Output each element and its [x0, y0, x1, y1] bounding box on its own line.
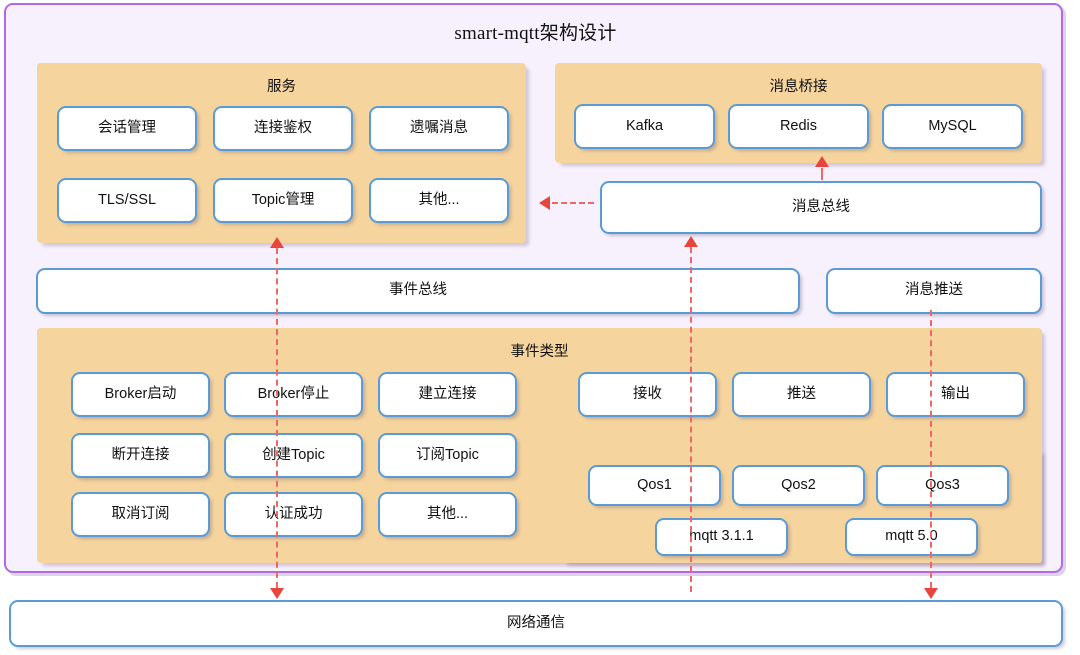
- node-mqtt-311[interactable]: mqtt 3.1.1: [655, 518, 788, 556]
- group-event-types: 事件类型 Broker启动 Broker停止 建立连接 断开连接 创建Topic…: [37, 328, 1042, 563]
- group-event-types-title: 事件类型: [510, 344, 569, 360]
- page-title: smart-mqtt架构设计: [6, 18, 1065, 45]
- node-message-bus[interactable]: 消息总线: [600, 181, 1042, 234]
- node-qos3[interactable]: Qos3: [876, 465, 1009, 506]
- node-redis[interactable]: Redis: [728, 104, 869, 149]
- group-service: 服务 会话管理 连接鉴权 遗嘱消息 TLS/SSL Topic管理 其他...: [37, 63, 526, 243]
- node-mqtt-50[interactable]: mqtt 5.0: [845, 518, 978, 556]
- node-message-push[interactable]: 消息推送: [826, 268, 1042, 314]
- node-session-management[interactable]: 会话管理: [57, 106, 197, 151]
- connector-network-to-message-bus: [690, 247, 692, 592]
- connector-network-to-service: [276, 248, 278, 588]
- node-establish-connect[interactable]: 建立连接: [378, 372, 517, 417]
- connector-bus-to-service: [552, 202, 594, 204]
- diagram-frame: smart-mqtt架构设计 服务 会话管理 连接鉴权 遗嘱消息 TLS/SSL…: [4, 3, 1063, 573]
- node-create-topic[interactable]: 创建Topic: [224, 433, 363, 478]
- node-topic-management[interactable]: Topic管理: [213, 178, 353, 223]
- node-receive[interactable]: 接收: [578, 372, 717, 417]
- node-will-message[interactable]: 遗嘱消息: [369, 106, 509, 151]
- node-subscribe-topic[interactable]: 订阅Topic: [378, 433, 517, 478]
- node-mysql[interactable]: MySQL: [882, 104, 1023, 149]
- node-broker-stop[interactable]: Broker停止: [224, 372, 363, 417]
- node-qos2[interactable]: Qos2: [732, 465, 865, 506]
- group-service-title: 服务: [267, 79, 296, 95]
- arrowhead-to-network-left: [270, 588, 284, 599]
- node-qos1[interactable]: Qos1: [588, 465, 721, 506]
- arrowhead-network-to-service: [270, 237, 284, 248]
- node-service-other[interactable]: 其他...: [369, 178, 509, 223]
- connector-message-push-to-network: [930, 310, 932, 588]
- connector-bus-to-bridge: [821, 168, 823, 180]
- node-output[interactable]: 输出: [886, 372, 1025, 417]
- arrowhead-bus-to-service: [539, 196, 550, 210]
- group-bridge-title: 消息桥接: [769, 79, 828, 95]
- node-disconnect[interactable]: 断开连接: [71, 433, 210, 478]
- arrowhead-to-network-right: [924, 588, 938, 599]
- node-network-communication[interactable]: 网络通信: [9, 600, 1063, 647]
- title-latin: smart-mqtt: [454, 23, 540, 44]
- node-event-bus[interactable]: 事件总线: [36, 268, 800, 314]
- arrowhead-bus-to-bridge: [815, 156, 829, 167]
- node-event-other[interactable]: 其他...: [378, 492, 517, 537]
- group-message-bridge: 消息桥接 Kafka Redis MySQL: [555, 63, 1042, 163]
- title-cjk: 架构设计: [539, 23, 617, 44]
- node-unsubscribe[interactable]: 取消订阅: [71, 492, 210, 537]
- node-kafka[interactable]: Kafka: [574, 104, 715, 149]
- group-qos: Qos1 Qos2 Qos3 mqtt 3.1.1 mqtt 5.0: [562, 449, 1042, 563]
- node-tls-ssl[interactable]: TLS/SSL: [57, 178, 197, 223]
- arrowhead-network-to-message-bus: [684, 236, 698, 247]
- node-connection-auth[interactable]: 连接鉴权: [213, 106, 353, 151]
- node-broker-start[interactable]: Broker启动: [71, 372, 210, 417]
- node-push[interactable]: 推送: [732, 372, 871, 417]
- node-auth-success[interactable]: 认证成功: [224, 492, 363, 537]
